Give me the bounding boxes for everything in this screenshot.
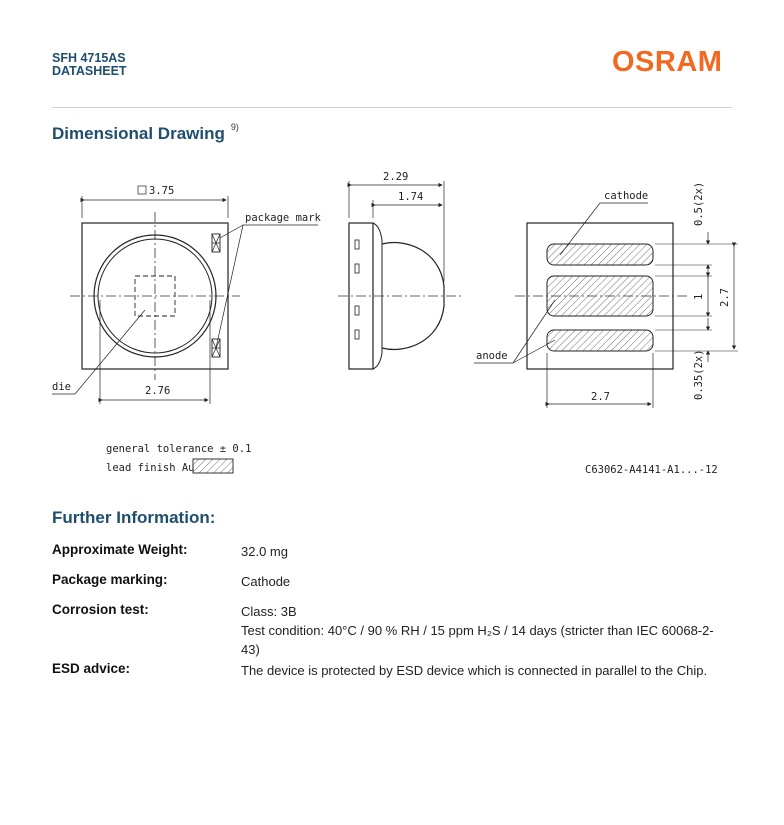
top-view: 3.75 package mark die 2.76 [52, 185, 322, 404]
dimensional-drawing: 3.75 package mark die 2.76 2.29 1.74 [52, 171, 738, 476]
cathode-pad-top [546, 243, 654, 266]
osram-logo: OSRAM [612, 46, 723, 78]
dim-276-label: 2.76 [145, 385, 170, 397]
dim-174-label: 1.74 [398, 191, 423, 203]
info-value: Cathode [241, 574, 291, 589]
dim-229-label: 2.29 [383, 171, 408, 183]
bottom-view: cathode anode 0.5(2x) 1 0.35(2x) 2.7 2.7 [474, 182, 738, 408]
side-view: 2.29 1.74 [338, 171, 462, 370]
dim-square-label: 3.75 [149, 185, 174, 197]
anode-pad [546, 329, 654, 352]
anode-label: anode [476, 350, 508, 362]
side-package-body [348, 222, 374, 370]
cathode-label: cathode [604, 190, 648, 202]
footnote-ref: 9) [230, 122, 239, 132]
info-value: Class: 3B Test condition: 40°C / 90 % RH… [241, 604, 714, 657]
square-symbol [137, 185, 147, 195]
info-label: Corrosion test: [52, 602, 149, 617]
drawing-number: C63062-A4141-A1...-12 [585, 464, 718, 476]
side-lens-dome [381, 242, 445, 350]
section-title-drawing-text: Dimensional Drawing [52, 124, 225, 143]
dim-035-label: 0.35(2x) [693, 349, 705, 400]
dim-05-label: 0.5(2x) [693, 182, 705, 226]
info-value: The device is protected by ESD device wh… [241, 663, 708, 678]
info-label: ESD advice: [52, 661, 131, 676]
doc-type: DATASHEET [52, 64, 127, 78]
product-name: SFH 4715AS [52, 51, 126, 65]
section-title-drawing: Dimensional Drawing 9) [52, 122, 239, 144]
header-divider [52, 107, 732, 108]
info-label: Approximate Weight: [52, 542, 188, 557]
dim-1-label: 1 [693, 294, 705, 300]
document-header: SFH 4715AS DATASHEET [52, 52, 127, 78]
dim-27v-label: 2.7 [719, 288, 731, 307]
info-label: Package marking: [52, 572, 168, 587]
package-mark-label: package mark [245, 212, 322, 224]
section-title-info: Further Information: [52, 508, 216, 527]
die-label: die [52, 381, 71, 393]
dim-27h-label: 2.7 [591, 391, 610, 403]
lead-finish-note: lead finish Au [106, 462, 195, 474]
lead-finish-hatch-swatch [192, 458, 234, 474]
tolerance-note: general tolerance ± 0.1 [106, 443, 251, 455]
info-value: 32.0 mg [241, 544, 288, 559]
